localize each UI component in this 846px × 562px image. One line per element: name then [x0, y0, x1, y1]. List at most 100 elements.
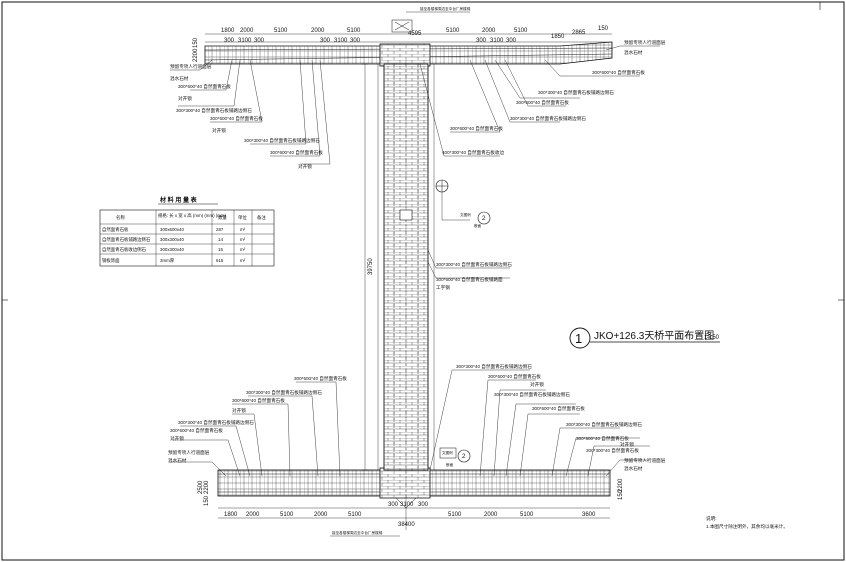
top-dim: 2000: [311, 28, 325, 34]
mid-callout-labels: 300*300*40 自然面青石板铺路边侧石 300*600*40 自然面青石板…: [436, 261, 512, 291]
bottom-dimensions: 1800 2000 5100 2000 5100 5100 2000 5100 …: [198, 478, 624, 530]
table-cell: 自然面青石板收边侧石: [102, 246, 147, 253]
material-table: 材 料 用 量 表 名称 规格: 长 x 宽 x 高 (mm) (mm) (mm…: [99, 196, 275, 267]
callout-text: 混水石材: [624, 49, 643, 56]
callout-text: 300*300*40 自然面青石板铺路边侧石: [178, 419, 254, 426]
callout-text: 预留专项人行道面层: [624, 457, 666, 464]
total-width: 38400: [398, 522, 415, 528]
bottom-callout-labels: 300*600*40 自然面青石板 300*300*40 自然面青石板铺路边侧石…: [168, 363, 666, 472]
section-marker-mid: 2 文图例 断面: [435, 179, 491, 228]
callout-text: 300*600*40 自然面青石板: [576, 435, 629, 442]
bottom-dim: 1800: [224, 512, 238, 518]
table-header: 名称: [116, 214, 125, 221]
top-right-callouts: 预留专项人行道面层 混水石材: [624, 39, 666, 56]
top-header-text: 接至各楼梯周边至中台厂房楼梯: [420, 6, 471, 11]
table-header: 数量: [218, 214, 227, 221]
callout-text: 300*300*40 自然面青石板铺路边侧石: [436, 261, 512, 268]
bottom-right-vert-dim: 150: [618, 489, 624, 500]
callout-text: 对开锁: [232, 407, 246, 414]
table-header: 备注: [257, 214, 266, 221]
bottom-left-vert-dim: 2200: [204, 480, 210, 494]
table-cell: m²: [240, 237, 246, 242]
callout-text: 300*600*40 自然面青石板: [516, 99, 569, 106]
callout-text: 300*600*40 自然面青石板: [450, 125, 503, 132]
callout-text: 对开锁: [170, 435, 184, 442]
bottom-left-vert-dim: 150: [204, 495, 210, 506]
top-dim: 2000: [240, 28, 254, 34]
callout-text: 300*600*40 自然面青石板: [488, 373, 541, 380]
table-cell: 自然面青石板铺路边侧石: [102, 236, 151, 243]
bottom-dim: 5100: [348, 512, 362, 518]
drawing-title: 1 JKO+126.3天桥平面布置图 1:150: [569, 327, 720, 349]
callout-text: 300*600*40 自然面青石板: [170, 427, 223, 434]
section-marker-bottom: 2 文图例 断面: [439, 447, 471, 467]
top-dimensions: 1800 2000 5100 2000 5100 5100 2000 5100 …: [193, 26, 612, 62]
table-cell: 615: [216, 258, 224, 263]
callout-text: 对开锁: [212, 127, 226, 134]
callout-text: 混水石材: [168, 457, 187, 464]
section-no: 2: [482, 216, 486, 222]
bottom-dim: 5100: [280, 512, 294, 518]
bottom-small-dim: 300: [418, 502, 429, 508]
bottom-dim: 2000: [246, 512, 260, 518]
top-small-dim: 3100: [490, 38, 504, 44]
table-cell: 287: [216, 227, 224, 232]
bottom-small-dim: 3100: [400, 502, 414, 508]
top-small-dim: 300: [224, 38, 235, 44]
callout-text: 预留专项人行道面层: [624, 39, 666, 46]
bridge-length: 39750: [368, 258, 374, 275]
notes-title: 说明:: [706, 515, 716, 522]
mid-leaders: [427, 249, 510, 279]
table-cell: 自然面青石板: [102, 226, 129, 233]
bottom-dim: 2000: [484, 512, 498, 518]
callout-text: 300*600*40 自然面青石板: [294, 375, 347, 382]
top-callout-labels: 预留专项人行道面层 混水石材 300*600*40 自然面青石板 对开锁 300…: [170, 63, 645, 170]
top-dim: 1800: [221, 28, 235, 34]
table-cell: 300x300x40: [160, 237, 184, 242]
table-cell: 钢板饰面: [102, 257, 120, 264]
table-cell: 300x600x40: [160, 227, 184, 232]
title-text: JKO+126.3天桥平面布置图: [594, 330, 714, 342]
callout-text: 300*600*40 自然面青石板: [592, 69, 645, 76]
callout-text: 400*300*40 自然面青石板收边: [442, 149, 504, 156]
top-dim: 5100: [347, 28, 361, 34]
bottom-dim: 5100: [520, 512, 534, 518]
callout-text: 对开锁: [530, 381, 544, 388]
callout-text: 300*600*40 自然面青石板: [532, 405, 585, 412]
top-vert-dim: 2200: [193, 48, 199, 62]
notes-text: 1.本图尺寸除注明外，其余均以毫米计。: [706, 523, 788, 530]
bottom-right-vert-dim: 2200: [618, 478, 624, 492]
top-dim: 5100: [274, 28, 288, 34]
bottom-small-dim: 300: [388, 502, 399, 508]
title-scale: 1:150: [704, 335, 720, 341]
detail-number: 1: [575, 331, 582, 346]
callout-text: 预留专项人行道面层: [170, 63, 212, 70]
length-dimension: 39750: [362, 63, 374, 471]
table-cell: 300x300x40: [160, 247, 184, 252]
bottom-leaders: [170, 369, 650, 477]
table-cell: 14: [218, 237, 223, 242]
top-dim: 5100: [514, 28, 528, 34]
top-small-dim: 300: [320, 38, 331, 44]
table-title: 材 料 用 量 表: [159, 196, 198, 204]
top-dim: 150: [598, 26, 609, 32]
top-small-dim: 300: [476, 38, 487, 44]
top-dim: 2865: [572, 30, 586, 36]
callout-text: 300*300*40 自然面青石板铺路边侧石: [176, 107, 252, 114]
table-cell: m²: [240, 258, 246, 263]
callout-text: 对开锁: [298, 163, 312, 170]
section-sub: 断面: [474, 223, 482, 228]
callout-text: 300*600*40 自然面青石板: [270, 149, 323, 156]
top-small-dim: 300: [350, 38, 361, 44]
section-caption: 文图例: [442, 450, 453, 455]
section-sub: 断面: [446, 462, 454, 467]
callout-text: 预留专项人行道面层: [168, 449, 210, 456]
bottom-dim: 2000: [314, 512, 328, 518]
top-dim: 5100: [446, 28, 460, 34]
bottom-header-text: 接至各楼梯周边至中台厂房楼梯: [332, 530, 383, 535]
bottom-dim: 3600: [582, 512, 596, 518]
callout-text: 对开锁: [178, 95, 192, 102]
callout-text: 300*300*40 自然面青石板: [586, 447, 639, 454]
callout-text: 300*300*40 自然面青石板铺路边侧石: [244, 137, 320, 144]
